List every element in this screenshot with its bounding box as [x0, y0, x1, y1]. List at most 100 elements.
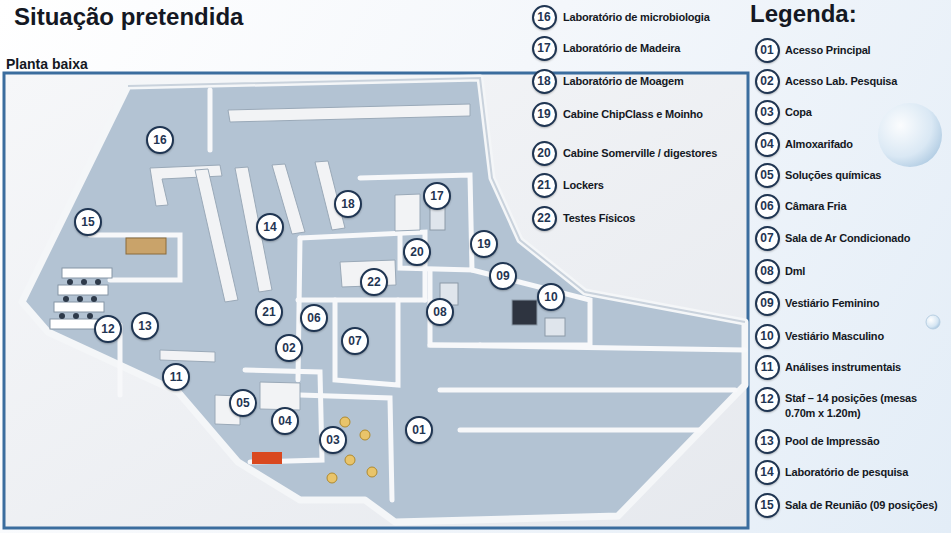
- legend-number: 07: [755, 226, 780, 251]
- plan-shape: [926, 315, 940, 329]
- plan-shape: [62, 268, 112, 278]
- callout-number: 04: [271, 407, 299, 435]
- callout-number: 01: [405, 416, 433, 444]
- number-text: 06: [760, 200, 773, 212]
- legend-text: Acesso Principal: [785, 43, 870, 58]
- legend-text: Cabine ChipClass e Moinho: [563, 107, 703, 122]
- number-text: 16: [537, 11, 550, 23]
- number-text: 10: [544, 291, 557, 303]
- legend-text: Cabine Somerville / digestores: [563, 146, 717, 161]
- number-text: 14: [760, 466, 773, 478]
- legend-number: 01: [755, 38, 780, 63]
- number-text: 04: [278, 415, 291, 427]
- plan-shape: [340, 417, 350, 427]
- plan-shape: [440, 388, 735, 393]
- number-text: 09: [496, 270, 509, 282]
- legend-text: Laboratório de Moagem: [563, 74, 683, 89]
- legend-number: 08: [755, 259, 780, 284]
- plan-shape: [298, 298, 425, 303]
- callout-number: 20: [403, 238, 431, 266]
- legend-number: 18: [532, 69, 557, 94]
- plan-shape: [512, 300, 537, 325]
- number-text: 14: [263, 221, 276, 233]
- plan-shape: [300, 395, 392, 500]
- callout-number: 13: [131, 312, 159, 340]
- number-text: 07: [760, 232, 773, 244]
- callout-number: 21: [255, 298, 283, 326]
- plan-shape: [58, 285, 108, 295]
- sofa: [252, 452, 282, 464]
- number-text: 20: [410, 246, 423, 258]
- legend-text: Lockers: [563, 178, 604, 193]
- number-text: 04: [760, 138, 773, 150]
- plan-shape: [367, 467, 377, 477]
- plan-shape: [77, 296, 83, 302]
- plan-shape: [95, 279, 101, 285]
- callout-number: 03: [319, 426, 347, 454]
- number-text: 08: [433, 306, 446, 318]
- legend-text: Laboratório de Madeira: [563, 41, 680, 56]
- plan-shape: [59, 313, 65, 319]
- number-text: 21: [262, 306, 275, 318]
- plan-subtitle: Planta baixa: [6, 56, 88, 72]
- meeting-table: [126, 238, 166, 254]
- number-text: 10: [760, 330, 773, 342]
- callout-number: 06: [300, 304, 328, 332]
- number-text: 03: [760, 106, 773, 118]
- legend-text: Acesso Lab. Pesquisa: [785, 74, 897, 89]
- number-text: 01: [760, 44, 773, 56]
- callout-number: 15: [74, 208, 102, 236]
- number-text: 15: [760, 499, 773, 511]
- legend-text: Laboratório de pesquisa: [785, 465, 908, 480]
- number-text: 13: [760, 435, 773, 447]
- number-text: 21: [537, 179, 550, 191]
- number-text: 17: [537, 42, 550, 54]
- legend-heading: Legenda:: [750, 0, 857, 28]
- plan-shape: [345, 455, 355, 465]
- number-text: 19: [537, 108, 550, 120]
- plan-shape: [73, 313, 79, 319]
- plan-shape: [335, 300, 398, 385]
- number-text: 02: [282, 342, 295, 354]
- callout-number: 07: [341, 327, 369, 355]
- legend-text: Copa: [785, 105, 812, 120]
- legend-number: 02: [755, 69, 780, 94]
- plan-shape: [260, 382, 300, 410]
- legend-number: 20: [532, 141, 557, 166]
- plan-frame: [4, 73, 748, 528]
- legend-number: 10: [755, 324, 780, 349]
- plan-shape: [208, 90, 213, 150]
- building: [22, 78, 745, 522]
- number-text: 05: [760, 169, 773, 181]
- legend-text: Pool de Impressão: [785, 434, 879, 449]
- callout-number: 09: [489, 262, 517, 290]
- plan-shape: [54, 302, 104, 312]
- number-text: 05: [236, 397, 249, 409]
- legend-number: 09: [755, 291, 780, 316]
- legend-number: 16: [532, 5, 557, 30]
- legend-text: Laboratório de microbiologia: [563, 10, 710, 25]
- plan-shape: [81, 279, 87, 285]
- plan-shape: [90, 90, 745, 500]
- plan-shape: [160, 350, 215, 362]
- callout-number: 10: [537, 283, 565, 311]
- number-text: 11: [761, 361, 774, 373]
- plan-shape: [228, 104, 470, 122]
- legend-number: 15: [755, 493, 780, 518]
- plan-shape: [22, 78, 745, 522]
- number-text: 13: [138, 320, 151, 332]
- number-text: 22: [367, 276, 380, 288]
- legend-text: Câmara Fria: [785, 199, 846, 214]
- number-text: 20: [537, 147, 550, 159]
- callout-number: 02: [275, 334, 303, 362]
- plan-shape: [878, 103, 942, 167]
- callout-number: 11: [162, 363, 190, 391]
- legend-number: 12: [755, 387, 780, 412]
- number-text: 22: [537, 212, 550, 224]
- plan-shape: [87, 313, 93, 319]
- number-text: 12: [101, 323, 114, 335]
- plan-shape: [298, 238, 300, 380]
- legend-text: Soluções químicas: [785, 168, 881, 183]
- number-text: 18: [537, 75, 550, 87]
- legend-number: 04: [755, 132, 780, 157]
